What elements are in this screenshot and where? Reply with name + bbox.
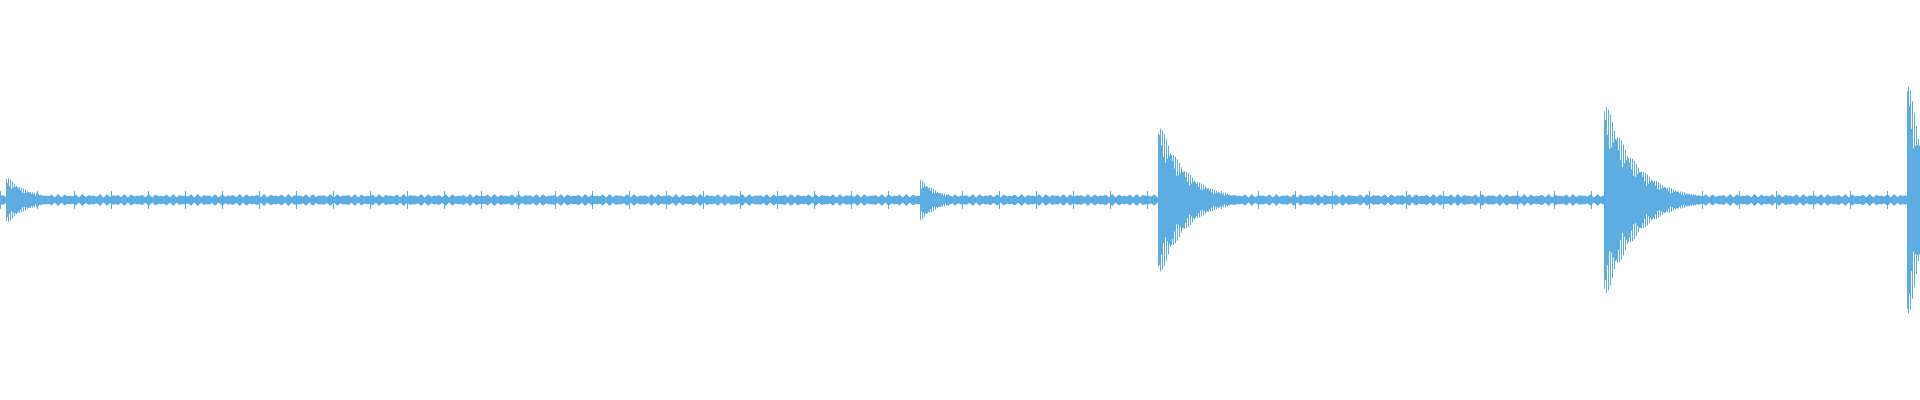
waveform-bars (0, 86, 1920, 314)
